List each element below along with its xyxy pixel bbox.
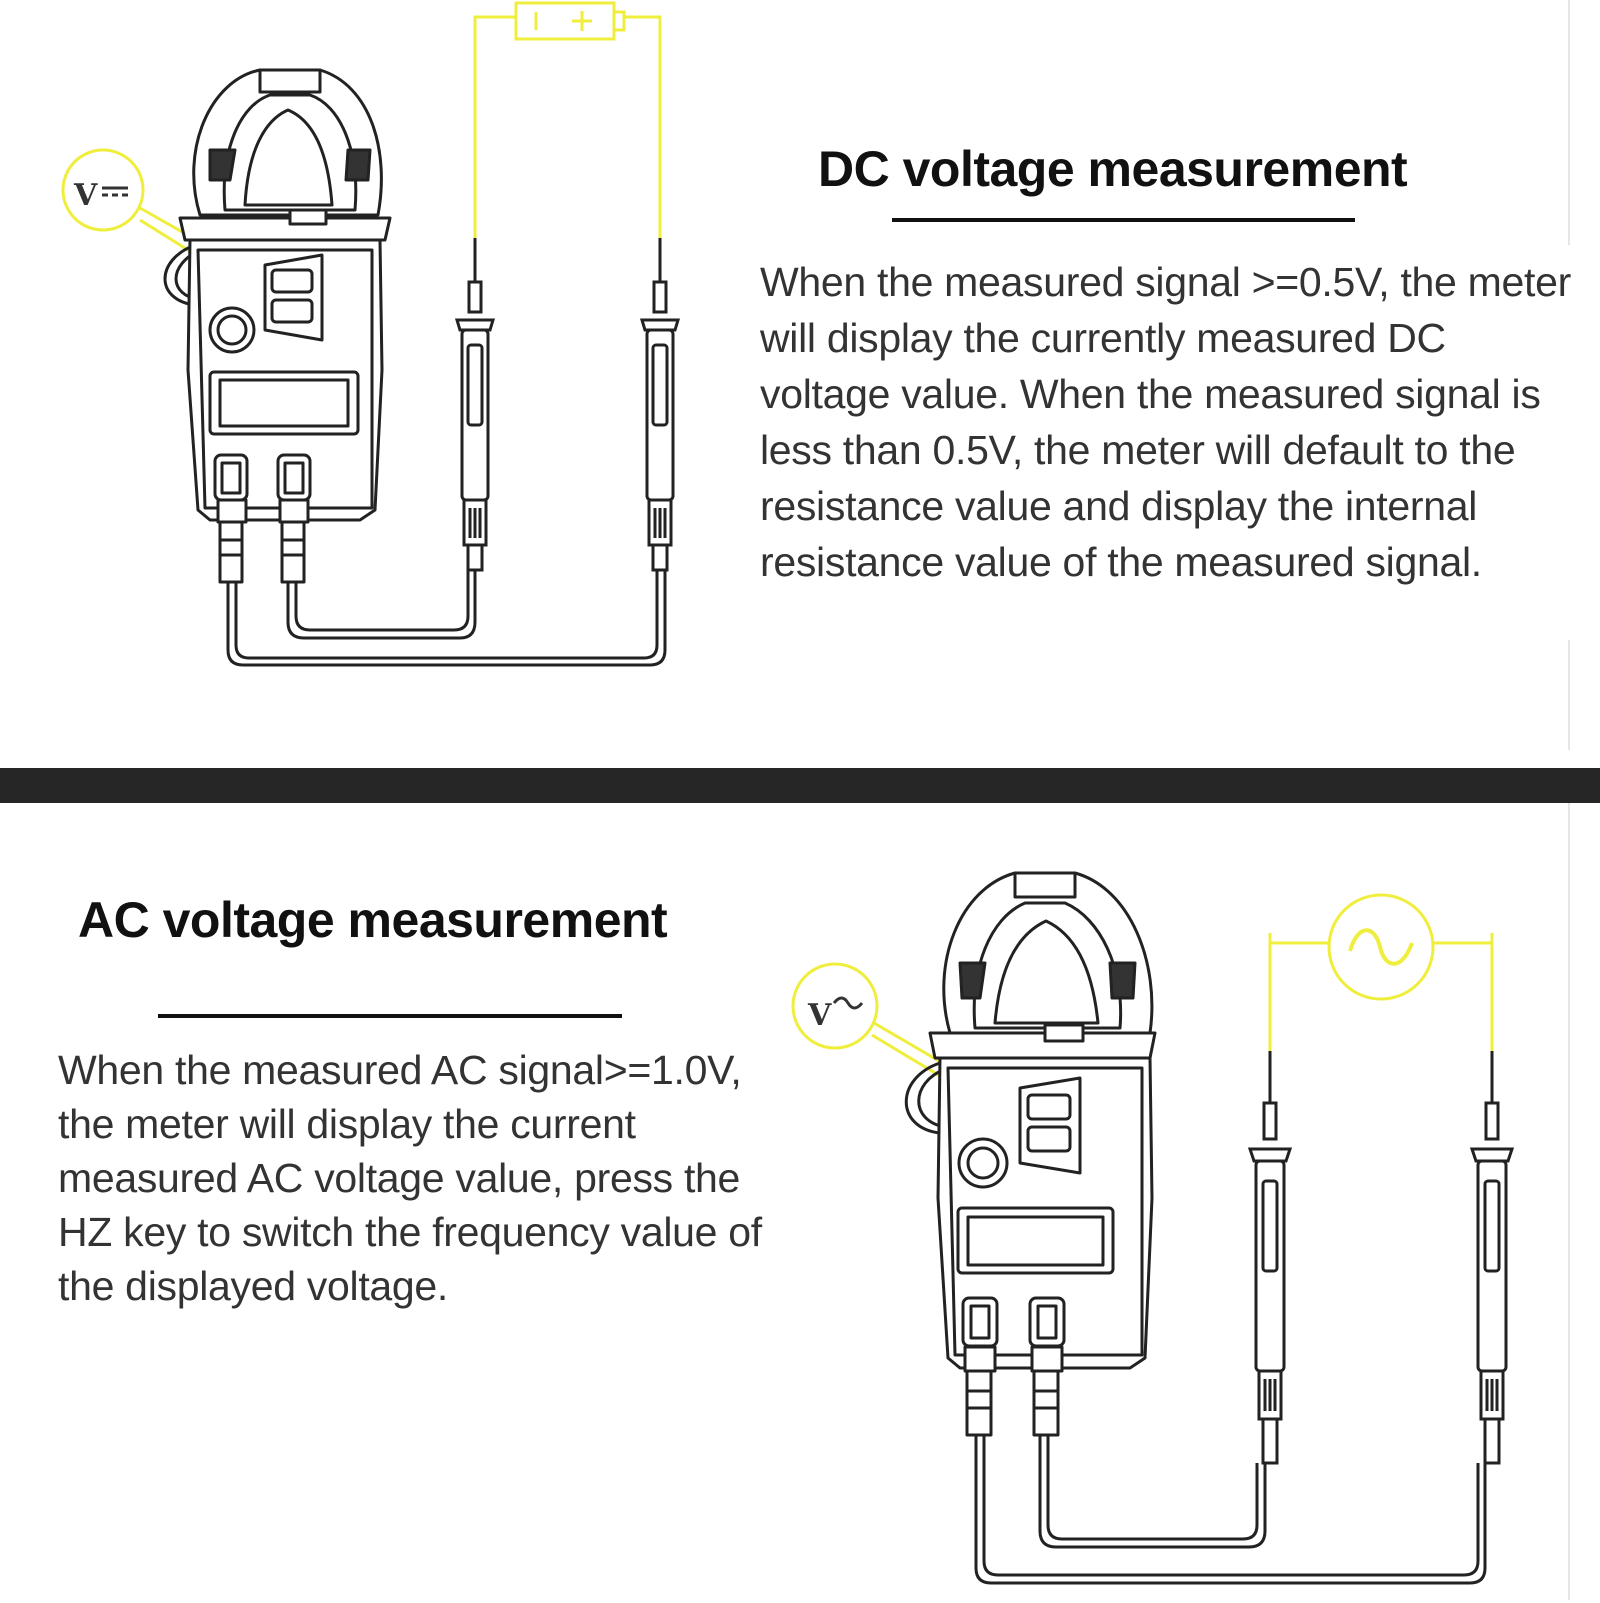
battery-icon <box>514 1 626 41</box>
ac-right-edge-line <box>1568 803 1570 1600</box>
dc-clamp-meter <box>163 68 392 584</box>
ac-source-icon <box>1327 893 1435 1001</box>
dc-yellow-wires <box>473 15 662 240</box>
ac-voltage-section: AC voltage measurement When the measured… <box>0 803 1600 1600</box>
ac-diagram-svg: V <box>791 871 1515 1585</box>
ac-yellow-wires <box>1268 933 1494 1053</box>
dc-right-edge-line <box>1568 0 1570 245</box>
dc-voltage-section: V <box>0 0 1600 768</box>
ac-test-leads <box>974 1435 1487 1585</box>
dc-probe-left <box>454 238 496 572</box>
dc-section-description: When the measured signal >=0.5V, the met… <box>760 259 1571 585</box>
dc-section-title: DC voltage measurement <box>818 141 1408 197</box>
dc-mode-callout: V <box>61 148 236 272</box>
dc-right-edge-line-lower <box>1568 640 1570 750</box>
dc-mode-symbol: V <box>73 178 98 213</box>
ac-section-title: AC voltage measurement <box>78 892 668 948</box>
ac-probe-left <box>1247 1051 1293 1465</box>
dc-measurement-diagram: V <box>60 0 700 690</box>
dc-diagram-svg: V <box>61 1 681 667</box>
ac-probe-right <box>1469 1051 1515 1465</box>
ac-mode-callout: V <box>791 962 981 1090</box>
ac-mode-symbol: V <box>807 998 832 1033</box>
section-divider <box>0 768 1600 803</box>
ac-clamp-meter <box>904 871 1157 1437</box>
dc-title-underline <box>892 218 1355 222</box>
ac-section-description: When the measured AC signal>=1.0V, the m… <box>58 1047 762 1309</box>
dc-probe-right <box>639 238 681 572</box>
dc-test-leads <box>226 570 667 667</box>
ac-measurement-diagram: V <box>790 863 1515 1603</box>
ac-title-underline <box>158 1014 622 1018</box>
